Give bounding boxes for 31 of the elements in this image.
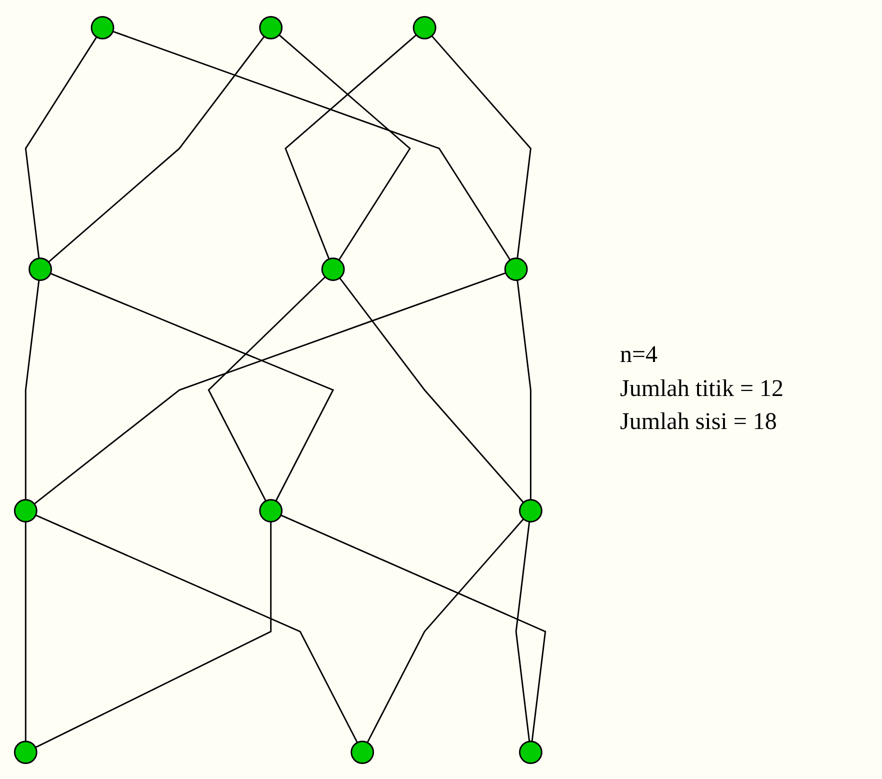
note-text: Jumlah sisi = 18 (620, 408, 778, 438)
node-circle (321, 257, 345, 280)
connector (515, 521, 530, 741)
connector (24, 521, 26, 741)
connector (34, 272, 506, 504)
connector (208, 276, 326, 501)
node-circle (518, 740, 542, 764)
connector (112, 30, 511, 260)
node-circle (259, 15, 283, 39)
connector (50, 272, 334, 501)
connector (280, 514, 546, 741)
connector (339, 277, 524, 502)
note-text: Jumlah titik = 12 (620, 374, 784, 404)
connector (35, 514, 358, 742)
node-circle (350, 740, 374, 764)
connector (48, 36, 265, 262)
node-circle (28, 257, 52, 280)
connector (516, 280, 532, 500)
connector (24, 36, 98, 258)
connector (35, 521, 272, 748)
node-circle (90, 15, 114, 39)
connector (24, 280, 40, 500)
node-circle (504, 257, 528, 280)
note-text: n=4 (620, 341, 659, 370)
node-circle (14, 498, 38, 522)
node-circle (14, 740, 38, 764)
connector (431, 34, 532, 258)
node-circle (518, 498, 542, 522)
node-circle (259, 498, 283, 522)
connector (366, 518, 524, 742)
node-circle (412, 15, 436, 39)
